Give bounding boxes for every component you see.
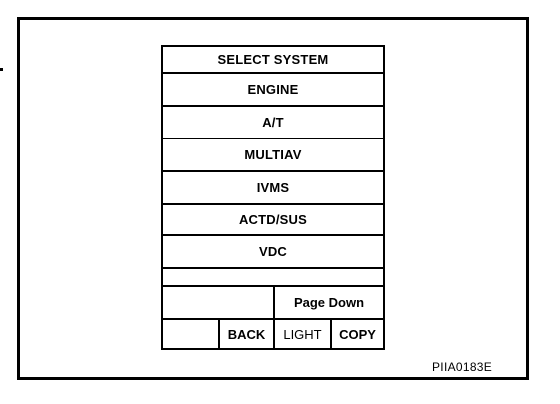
button-col-divider-right xyxy=(330,320,332,348)
blank-button-bottom-left xyxy=(163,320,218,348)
blank-button-top-left xyxy=(163,287,273,318)
system-item-multiav[interactable]: MULTIAV xyxy=(163,139,383,172)
system-item-actd-sus[interactable]: ACTD/SUS xyxy=(163,205,383,236)
figure-frame xyxy=(17,17,529,380)
page-down-button[interactable]: Page Down xyxy=(293,295,365,310)
system-item-ivms[interactable]: IVMS xyxy=(163,172,383,205)
back-button[interactable]: BACK xyxy=(227,326,266,342)
light-button[interactable]: LIGHT xyxy=(283,326,322,342)
button-col-divider-left xyxy=(218,320,220,348)
figure-reference-code: PIIA0183E xyxy=(432,360,493,374)
screen-title: SELECT SYSTEM xyxy=(163,47,383,74)
empty-list-row xyxy=(163,269,383,287)
copy-button[interactable]: COPY xyxy=(339,326,376,342)
edge-marker xyxy=(0,68,3,71)
system-item-at[interactable]: A/T xyxy=(163,107,383,139)
button-col-divider-center xyxy=(273,287,275,348)
system-item-vdc[interactable]: VDC xyxy=(163,236,383,269)
consult-screen: SELECT SYSTEM ENGINE A/T MULTIAV IVMS AC… xyxy=(161,45,385,350)
system-item-engine[interactable]: ENGINE xyxy=(163,74,383,107)
button-bar: Page Down BACK LIGHT COPY xyxy=(163,287,383,348)
